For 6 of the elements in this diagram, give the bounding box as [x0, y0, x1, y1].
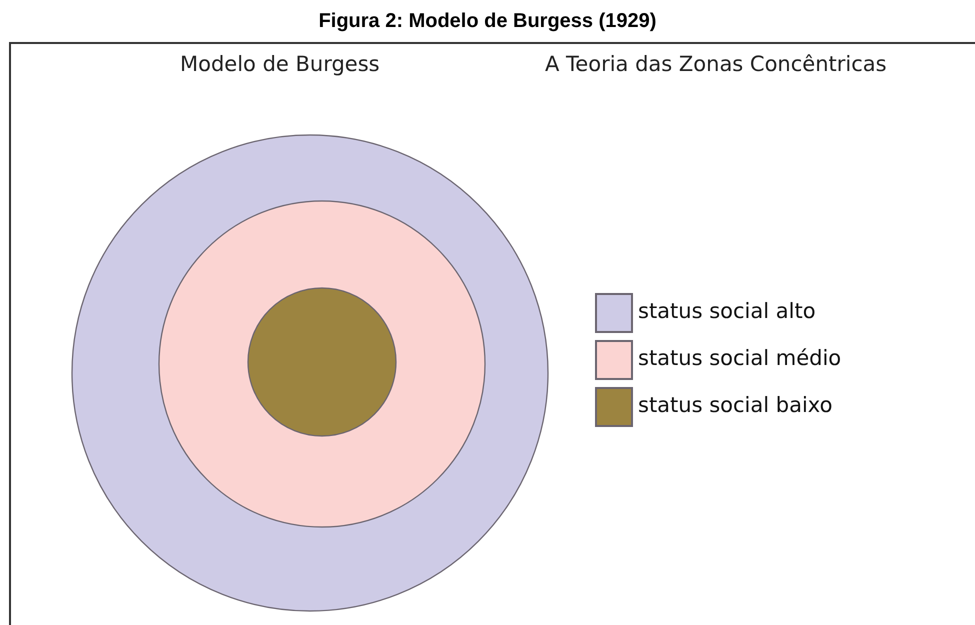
- figure-title: Figura 2: Modelo de Burgess (1929): [318, 10, 658, 33]
- legend-label: status social alto: [638, 299, 816, 323]
- heading-text: A Teoria das Zonas Concêntricas: [545, 52, 887, 76]
- legend-label: status social médio: [638, 346, 842, 370]
- heading-text: Modelo de Burgess: [180, 52, 380, 76]
- legend-label: status social baixo: [638, 393, 832, 417]
